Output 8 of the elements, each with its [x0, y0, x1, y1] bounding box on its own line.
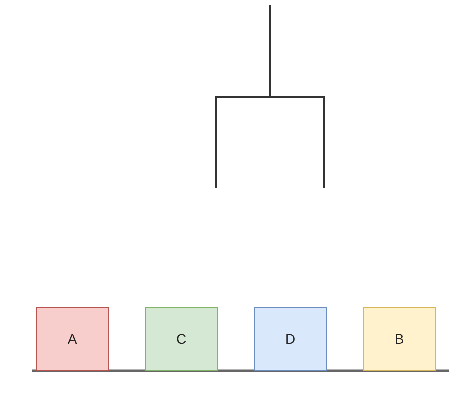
- colored-box: [145, 307, 218, 371]
- colored-box: [36, 307, 109, 371]
- box-label: A: [68, 331, 78, 347]
- box-label: C: [176, 331, 187, 347]
- colored-box: [363, 307, 436, 371]
- box-label: D: [285, 331, 296, 347]
- box-label: B: [394, 331, 404, 347]
- colored-box: [254, 307, 327, 371]
